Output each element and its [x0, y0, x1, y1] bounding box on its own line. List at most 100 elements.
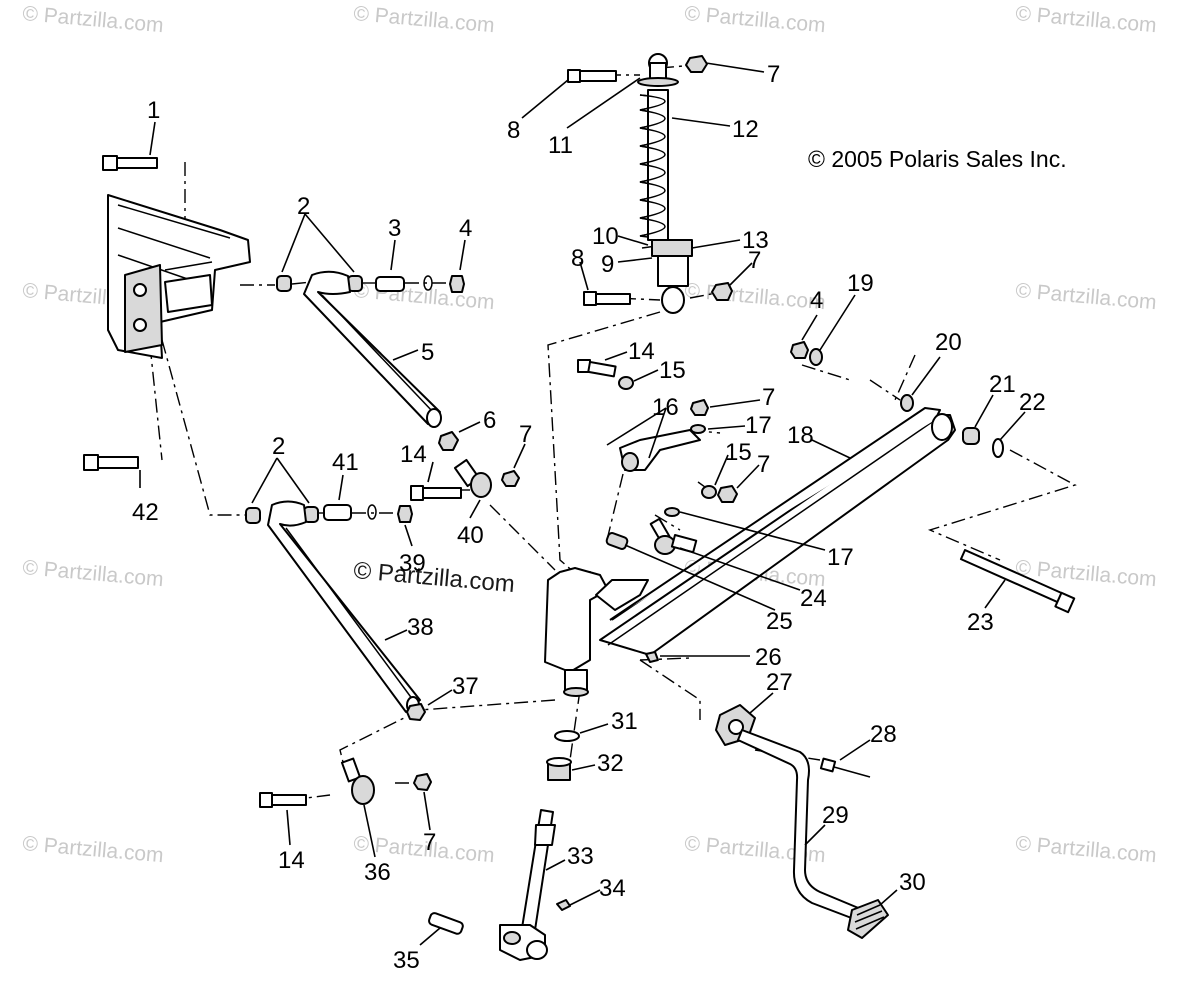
callout-7c: 7 — [767, 61, 780, 88]
callout-11: 11 — [548, 132, 573, 159]
callout-7a: 7 — [519, 421, 532, 448]
upper-a-arm — [303, 270, 442, 428]
callout-2b: 2 — [272, 433, 285, 460]
callout-25: 25 — [766, 608, 793, 635]
callout-34: 34 — [599, 875, 626, 902]
watermark-4: © Partzilla.com — [1015, 2, 1158, 37]
callout-23: 23 — [967, 609, 994, 636]
callout-labels: 1 2 3 4 5 2 41 14 39 40 6 7 42 38 37 14 … — [132, 61, 1046, 974]
watermark-2: © Partzilla.com — [353, 2, 496, 37]
callout-27: 27 — [766, 669, 793, 696]
callout-42: 42 — [132, 499, 159, 526]
watermark-8: © Partzilla.com — [1015, 279, 1158, 314]
callout-17b: 17 — [827, 544, 854, 571]
bolt-14-right — [577, 359, 617, 378]
copyright-notice: © 2005 Polaris Sales Inc. — [808, 146, 1067, 172]
nut-7b — [413, 773, 432, 791]
pedal-30 — [847, 899, 889, 939]
callout-19: 19 — [847, 270, 874, 297]
frame-bracket — [107, 194, 251, 359]
shock-absorber — [637, 53, 693, 314]
washer-19 — [809, 348, 823, 366]
pin-35 — [428, 912, 464, 935]
washer-15-lower — [701, 485, 717, 499]
callout-20: 20 — [935, 329, 962, 356]
callout-35: 35 — [393, 947, 420, 974]
bushing-21 — [962, 427, 980, 445]
callout-12: 12 — [732, 116, 759, 143]
watermark-1: © Partzilla.com — [22, 2, 165, 37]
callout-14a: 14 — [400, 441, 427, 468]
parts — [83, 53, 1076, 961]
nut-7-lower — [711, 282, 733, 301]
callout-28: 28 — [870, 721, 897, 748]
callout-38: 38 — [407, 614, 434, 641]
callout-9: 9 — [601, 251, 614, 278]
watermarks: © Partzilla.com © Partzilla.com © Partzi… — [22, 2, 1158, 867]
bolt-8-upper — [567, 69, 617, 83]
nut-4-right — [790, 341, 809, 359]
callout-33: 33 — [567, 843, 594, 870]
nut-7-lower-right — [717, 485, 738, 503]
callout-8a: 8 — [507, 117, 520, 144]
grease-fitting-26 — [645, 651, 659, 663]
watermark-15: © Partzilla.com — [1015, 832, 1158, 867]
callout-29: 29 — [822, 802, 849, 829]
rod-28 — [819, 757, 871, 778]
bushing-32 — [546, 757, 572, 781]
washer-17-lower — [664, 507, 680, 517]
leader-lines — [139, 62, 1026, 946]
callout-7b: 7 — [423, 829, 436, 856]
watermark-3: © Partzilla.com — [684, 2, 827, 37]
watermark-9: © Partzilla.com — [22, 556, 165, 591]
callout-5: 5 — [421, 339, 434, 366]
callout-36: 36 — [364, 859, 391, 886]
bolt-23 — [959, 548, 1076, 614]
callout-18: 18 — [787, 422, 814, 449]
callout-41: 41 — [332, 449, 359, 476]
nut-37 — [406, 703, 426, 721]
callout-24: 24 — [800, 585, 827, 612]
callout-15b: 15 — [725, 439, 752, 466]
watermark-12: © Partzilla.com — [22, 832, 165, 867]
bracket-16 — [619, 429, 701, 472]
callout-32: 32 — [597, 750, 624, 777]
tie-rod-end-24 — [649, 517, 698, 555]
ball-joint-40 — [453, 458, 492, 498]
upper-arm-bushings — [276, 275, 465, 293]
washer-20 — [900, 394, 914, 412]
bolt-8-lower — [583, 291, 631, 306]
bolt-42 — [83, 454, 139, 471]
washer-17-upper — [690, 424, 706, 434]
tie-rod-arm-18 — [599, 407, 956, 656]
lower-a-arm — [267, 500, 421, 714]
callout-15a: 15 — [659, 357, 686, 384]
callout-4b: 4 — [810, 287, 823, 314]
ring-22 — [992, 438, 1004, 458]
callout-40: 40 — [457, 522, 484, 549]
callout-30: 30 — [899, 869, 926, 896]
callout-8b: 8 — [571, 245, 584, 272]
nut-7-mid — [690, 399, 709, 416]
callout-4: 4 — [459, 215, 472, 242]
lower-arm-bushings — [245, 504, 413, 524]
callout-21: 21 — [989, 371, 1016, 398]
bushing-25 — [605, 532, 629, 550]
callout-17a: 17 — [745, 412, 772, 439]
o-ring-31 — [554, 730, 580, 742]
callout-16: 16 — [652, 394, 679, 421]
nut-7a — [501, 470, 520, 487]
callout-13: 13 — [742, 227, 769, 254]
callout-22: 22 — [1019, 389, 1046, 416]
callout-7d: 7 — [748, 247, 761, 274]
callout-2: 2 — [297, 193, 310, 220]
bolt-14-upper — [410, 485, 462, 501]
callout-7f: 7 — [757, 451, 770, 478]
washer-15-upper — [618, 376, 634, 390]
steering-post-33 — [499, 809, 556, 961]
callout-3: 3 — [388, 215, 401, 242]
callout-14c: 14 — [628, 338, 655, 365]
callout-1: 1 — [147, 97, 160, 124]
nut-6 — [438, 431, 459, 451]
